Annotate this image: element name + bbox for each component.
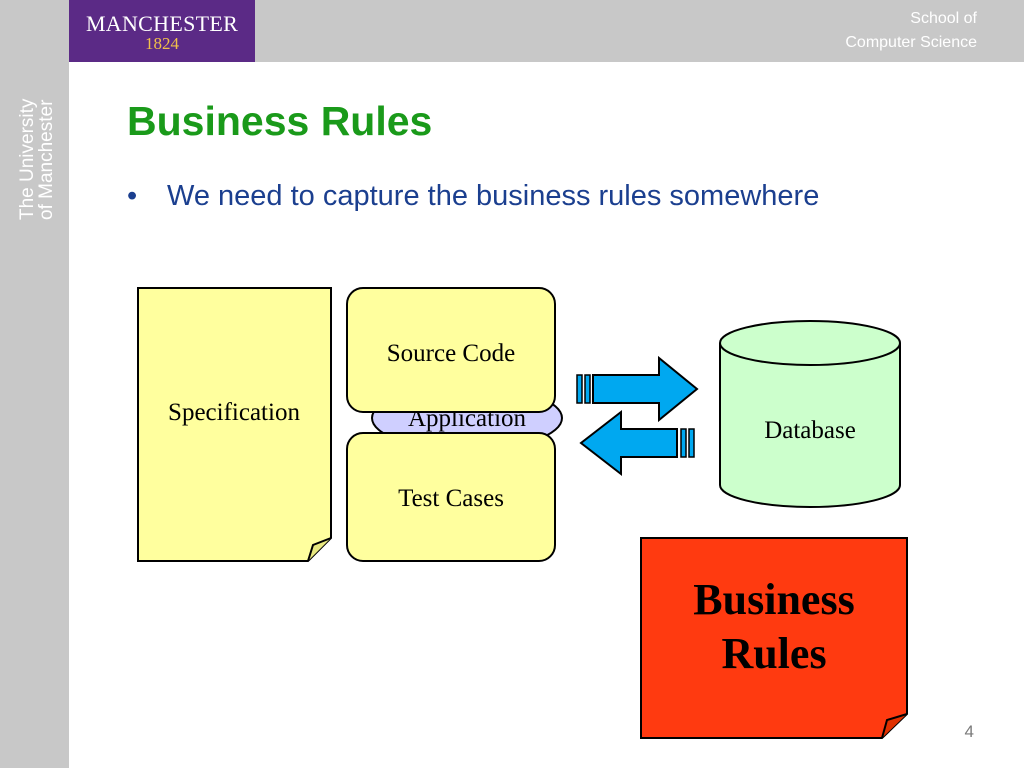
specification-label: Specification <box>168 399 300 426</box>
bullet-icon: • <box>127 180 138 212</box>
slide-title: Business Rules <box>127 98 433 144</box>
logo-name: MANCHESTER <box>85 11 239 36</box>
test-cases-card: Test Cases <box>346 432 556 562</box>
university-logo: MANCHESTER 1824 <box>69 0 255 62</box>
school-name-line2: Computer Science <box>845 34 977 51</box>
arrow-right-icon <box>576 355 699 423</box>
source-code-card: Source Code <box>346 287 556 413</box>
business-rules-document: Business Rules <box>640 537 908 739</box>
database-cylinder: Database <box>719 320 901 508</box>
school-name: School of Computer Science <box>717 7 977 55</box>
database-label: Database <box>764 417 856 444</box>
side-bar <box>0 62 69 768</box>
arrow-left-icon <box>579 409 695 477</box>
bullet-point: • We need to capture the business rules s… <box>127 180 819 213</box>
specification-document: Specification <box>137 287 332 562</box>
business-rules-line1: Business <box>693 575 854 624</box>
business-rules-line2: Rules <box>721 629 826 678</box>
logo-year: 1824 <box>145 34 179 53</box>
page-number: 4 <box>964 722 974 741</box>
source-code-label: Source Code <box>387 340 515 367</box>
bullet-text: We need to capture the business rules so… <box>167 180 820 212</box>
school-name-line1: School of <box>910 10 977 27</box>
test-cases-label: Test Cases <box>398 485 504 512</box>
